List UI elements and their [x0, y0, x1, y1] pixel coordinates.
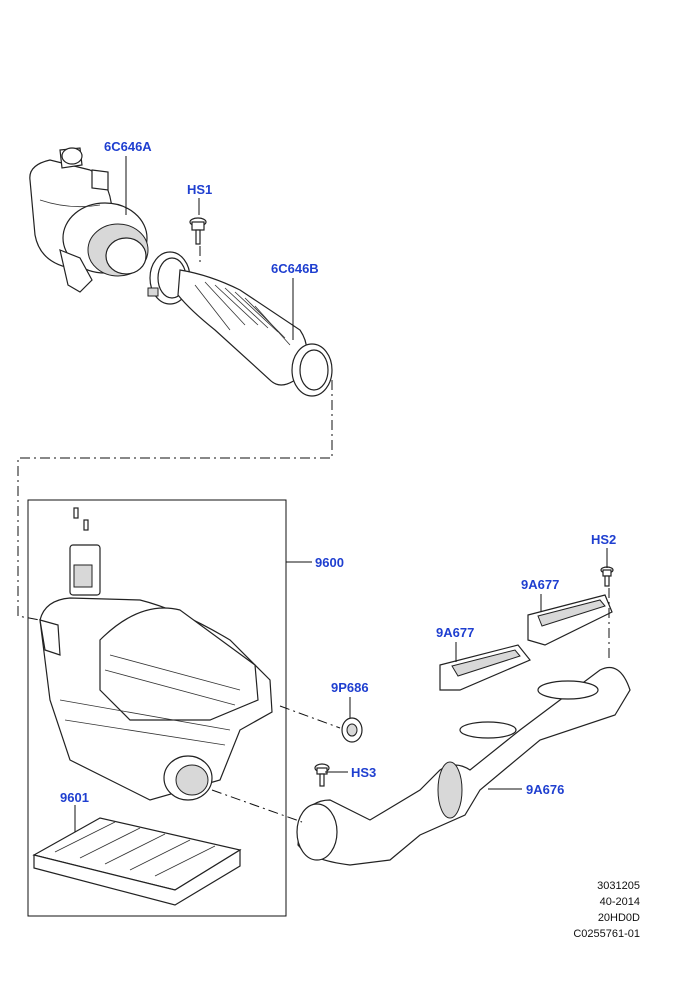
- callout-6c646a: 6C646A: [104, 139, 152, 154]
- mass-air-flow-sensor: [69, 507, 101, 596]
- callout-9a676: 9A676: [526, 782, 564, 797]
- snorkel-grille-right: [527, 594, 613, 646]
- ref-line-1: 3031205: [597, 880, 640, 892]
- bolt-hs1: [189, 217, 207, 245]
- callout-9600: 9600: [315, 555, 344, 570]
- callout-6c646b: 6C646B: [271, 261, 319, 276]
- callout-hs2: HS2: [591, 532, 616, 547]
- grommet: [341, 717, 363, 743]
- callout-9a677-right: 9A677: [521, 577, 559, 592]
- intake-hose: [177, 269, 333, 397]
- bolt-hs2: [600, 566, 614, 587]
- callout-hs3: HS3: [351, 765, 376, 780]
- air-cleaner-housing-upper: [29, 147, 149, 293]
- bolt-hs3: [314, 763, 330, 787]
- ref-line-2: 40-2014: [599, 896, 640, 908]
- callout-hs1: HS1: [187, 182, 212, 197]
- air-filter-element: [32, 817, 242, 906]
- callout-9601: 9601: [60, 790, 89, 805]
- snorkel-grille-left: [439, 644, 531, 691]
- connector-outlet: [211, 789, 303, 823]
- ref-line-3: 20HD0D: [597, 912, 640, 924]
- connector-grommet: [279, 705, 341, 729]
- reference-block: 3031205 40-2014 20HD0D C0255761-01: [573, 878, 640, 942]
- callout-9a677-left: 9A677: [436, 625, 474, 640]
- intake-duct-lower: [296, 666, 631, 866]
- callout-9p686: 9P686: [331, 680, 369, 695]
- air-cleaner-main: [39, 597, 273, 801]
- ref-line-4: C0255761-01: [573, 928, 640, 940]
